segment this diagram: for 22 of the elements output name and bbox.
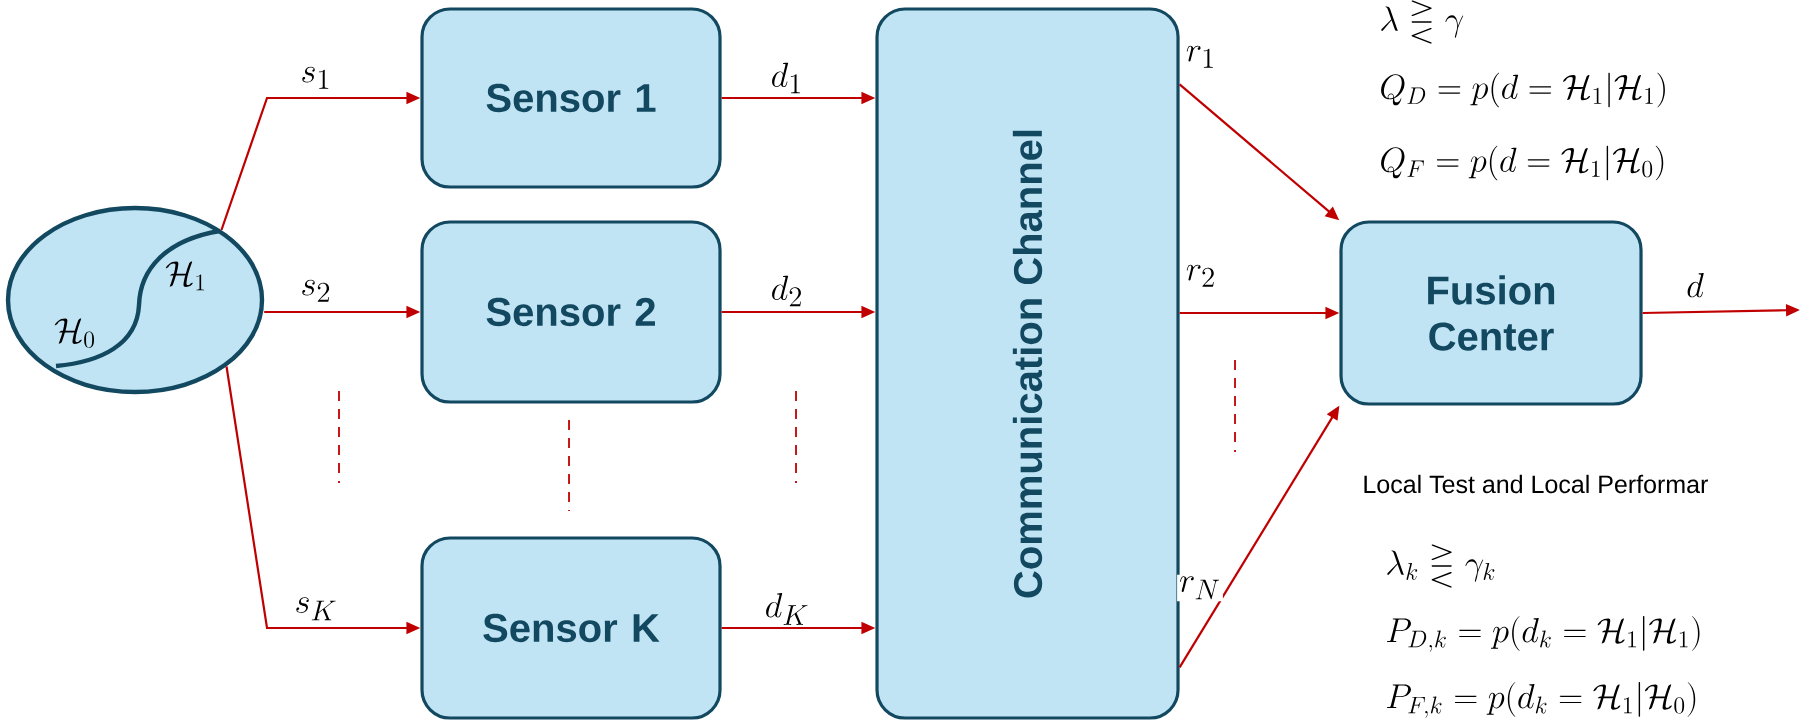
edge-label: $r_2$ xyxy=(1183,263,1219,289)
edge-label: $s_K$ xyxy=(292,595,340,623)
formula: $P_{F,k} = p(d_k = \mathcal{H}_1 | \mathcal{H}_0)$ xyxy=(1387,682,1696,718)
edge-label: $d_K$ xyxy=(762,591,812,627)
fusion-center-box: Fusion Center xyxy=(1339,220,1643,406)
edge-label: $d$ xyxy=(1684,271,1706,299)
formula: $\lambda \gtreqless \gamma$ xyxy=(1381,0,1464,44)
sensor-box: Sensor K xyxy=(420,536,722,720)
edge-label: $s_2$ xyxy=(298,278,334,304)
edge-label: $s_1$ xyxy=(298,65,334,91)
edge-label: $d_2$ xyxy=(768,273,806,309)
formula: $Q_D = p(d = \mathcal{H}_1 | \mathcal{H}_1)$ xyxy=(1381,72,1665,108)
edge-label: $r_1$ xyxy=(1183,44,1219,70)
section-heading: Local Test and Local Performar xyxy=(1364,474,1708,494)
formula: $\lambda_k \gtreqless \gamma_k$ xyxy=(1387,544,1495,588)
channel-box: Communication Channel xyxy=(875,7,1180,720)
sensor-box: Sensor 1 xyxy=(420,7,722,189)
edge-label: $d_1$ xyxy=(768,60,806,96)
edge-label: $r_N$ xyxy=(1177,574,1223,602)
formula: $P_{D,k} = p(d_k = \mathcal{H}_1 | \mathcal{H}_1)$ xyxy=(1387,616,1700,652)
formula: $Q_F = p(d = \mathcal{H}_1 | \mathcal{H}_0)$ xyxy=(1381,145,1664,181)
sensor-box: Sensor 2 xyxy=(420,220,722,404)
